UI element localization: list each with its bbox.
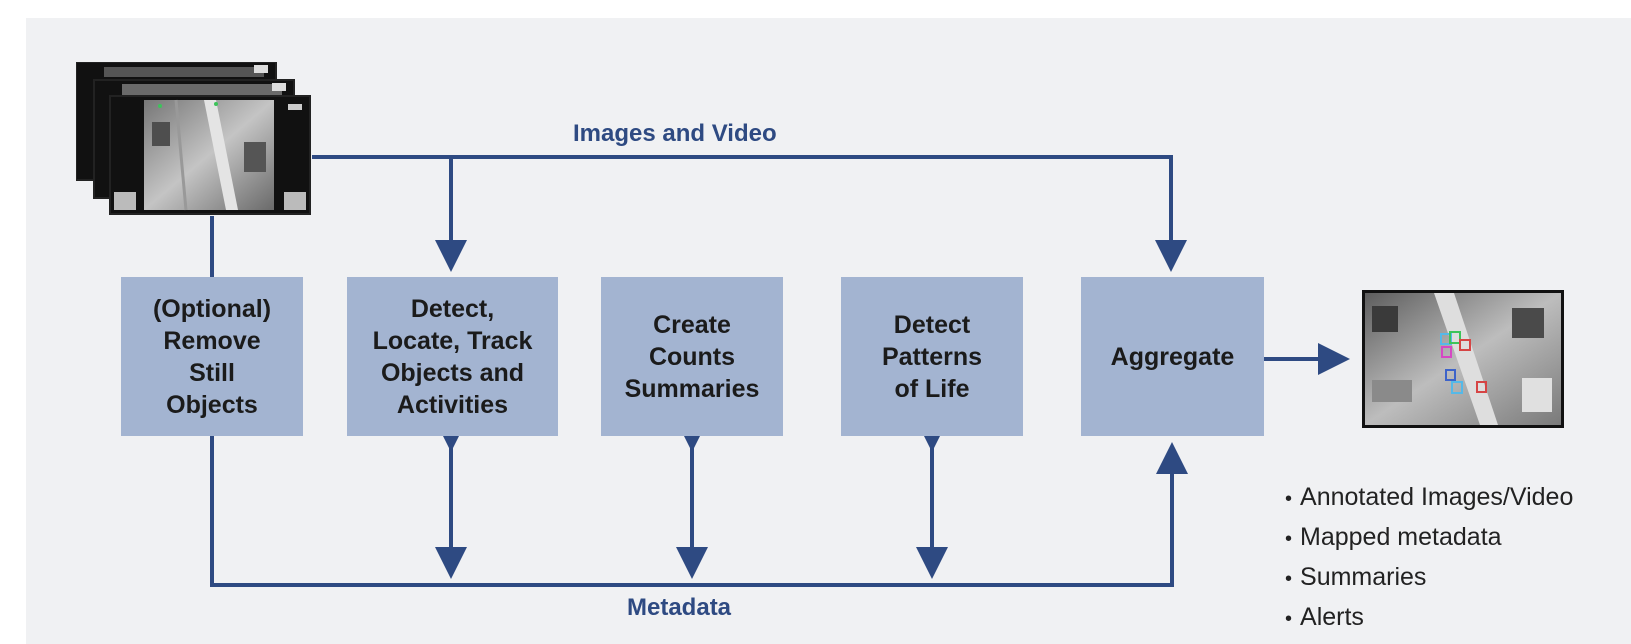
metadata-label: Metadata [627,594,732,621]
output-item: Mapped metadata [1285,518,1573,558]
aerial-video-frames-icon [76,62,311,215]
annotated-aerial-image-icon [1362,290,1564,428]
detection-boxes [1440,331,1487,394]
step-create-counts-summaries: Create Counts Summaries [601,277,783,436]
output-list: Annotated Images/Video Mapped metadata S… [1285,478,1573,638]
video-frame-front [109,95,311,215]
images-video-label: Images and Video [573,120,777,147]
output-item: Alerts [1285,598,1573,638]
output-item: Summaries [1285,558,1573,598]
output-item: Annotated Images/Video [1285,478,1573,518]
step-detect-patterns-of-life: Detect Patterns of Life [841,277,1023,436]
step-aggregate: Aggregate [1081,277,1264,436]
metadata-line [210,436,1188,587]
images-video-line [312,155,1187,272]
step-remove-still-objects: (Optional) Remove Still Objects [121,277,303,436]
step-detect-locate-track: Detect, Locate, Track Objects and Activi… [347,277,558,436]
